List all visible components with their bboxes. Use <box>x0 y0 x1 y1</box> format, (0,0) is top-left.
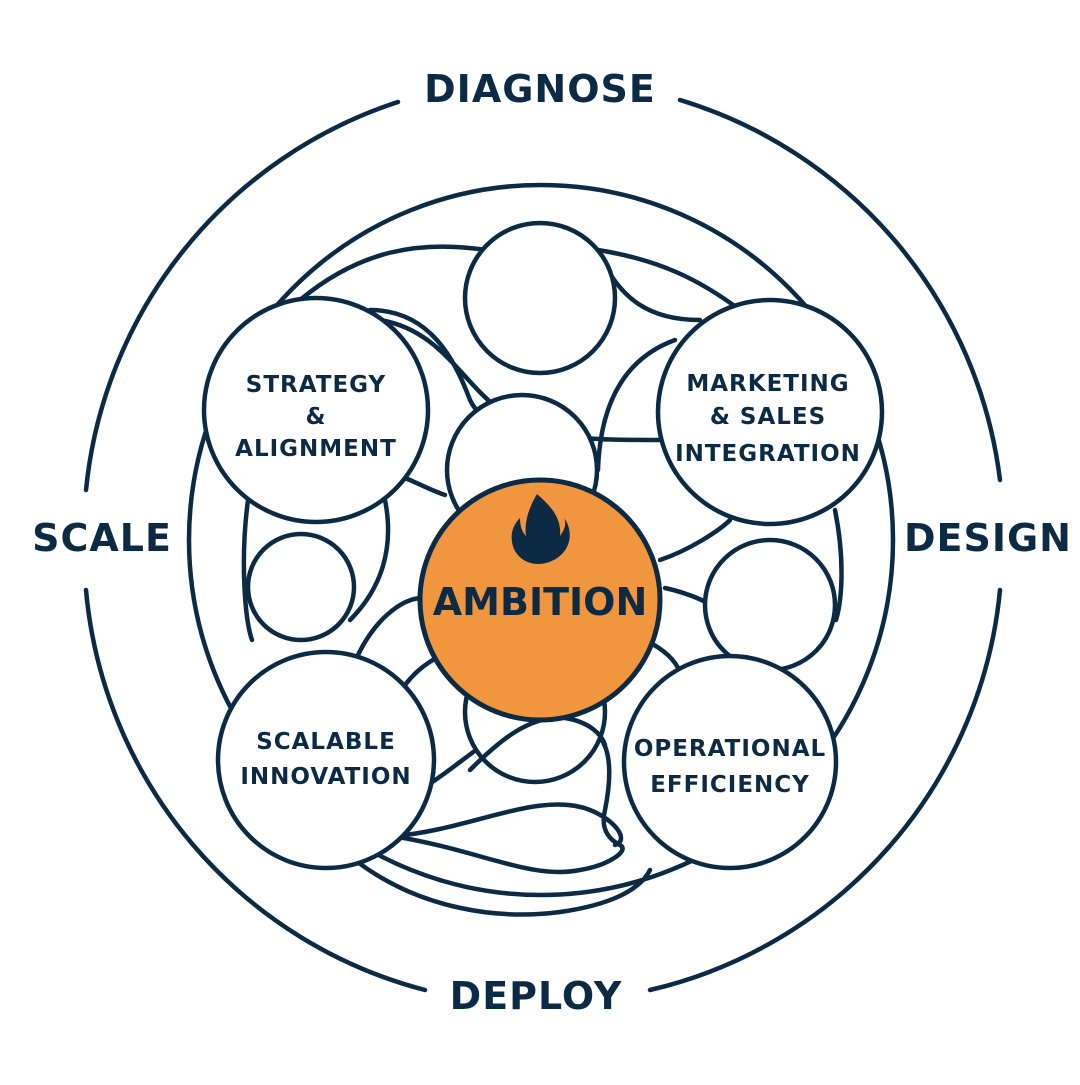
node-label-line: STRATEGY <box>246 372 386 398</box>
node-strategy-alignment: STRATEGY & ALIGNMENT <box>201 295 431 525</box>
connector-curve <box>657 517 733 563</box>
outer-ring-arc-top-right <box>677 97 1003 483</box>
core-label: AMBITION <box>433 580 648 624</box>
connector-curve <box>402 475 448 498</box>
connector-curve <box>832 507 844 623</box>
node-label-line: OPERATIONAL <box>634 736 826 762</box>
node-scalable-innovation: SCALABLE INNOVATION <box>215 649 437 871</box>
inner-ring <box>186 182 896 898</box>
connector-curve <box>297 244 489 303</box>
connector-curve <box>595 337 678 473</box>
connector-curve <box>392 802 624 848</box>
node-marketing-sales-integration: MARKETING & SALES INTEGRATION <box>655 297 885 527</box>
node-label-line: INTEGRATION <box>675 441 861 467</box>
node-label-line: EFFICIENCY <box>650 772 810 798</box>
outer-ring-arc-bottom-left <box>83 587 428 993</box>
node-label-line: & SALES <box>710 404 826 430</box>
phase-label-diagnose: DIAGNOSE <box>424 67 656 111</box>
connector-curve <box>352 857 653 917</box>
phase-label-design: DESIGN <box>904 516 1072 560</box>
node-operational-efficiency: OPERATIONAL EFFICIENCY <box>621 653 839 871</box>
small-circle-top <box>462 220 618 376</box>
connector-curve <box>355 595 423 658</box>
small-circle-left <box>245 531 357 643</box>
flame-icon <box>511 494 570 564</box>
core-ambition: AMBITION <box>417 477 663 723</box>
node-circle <box>621 653 839 871</box>
core-circle <box>417 477 663 723</box>
connector-curves <box>241 244 844 917</box>
node-label-line: SCALABLE <box>256 729 396 755</box>
outer-ring-arc-bottom-right <box>647 587 1003 993</box>
node-label-line: INNOVATION <box>240 764 411 790</box>
connector-curve <box>347 497 391 623</box>
small-circle-right <box>702 537 838 673</box>
node-label-line: & <box>305 404 326 430</box>
node-circle <box>201 295 431 525</box>
outer-ring-arc-top-left <box>83 99 401 493</box>
node-circle <box>655 297 885 527</box>
connector-curve <box>595 247 743 313</box>
node-circle <box>215 649 437 871</box>
node-label-line: ALIGNMENT <box>235 436 397 462</box>
phase-label-deploy: DEPLOY <box>450 974 623 1018</box>
phase-label-scale: SCALE <box>32 516 172 560</box>
outer-phase-ring <box>83 97 1003 993</box>
node-label-line: MARKETING <box>686 371 849 397</box>
connector-curve <box>241 497 255 643</box>
connector-curve <box>389 833 625 875</box>
